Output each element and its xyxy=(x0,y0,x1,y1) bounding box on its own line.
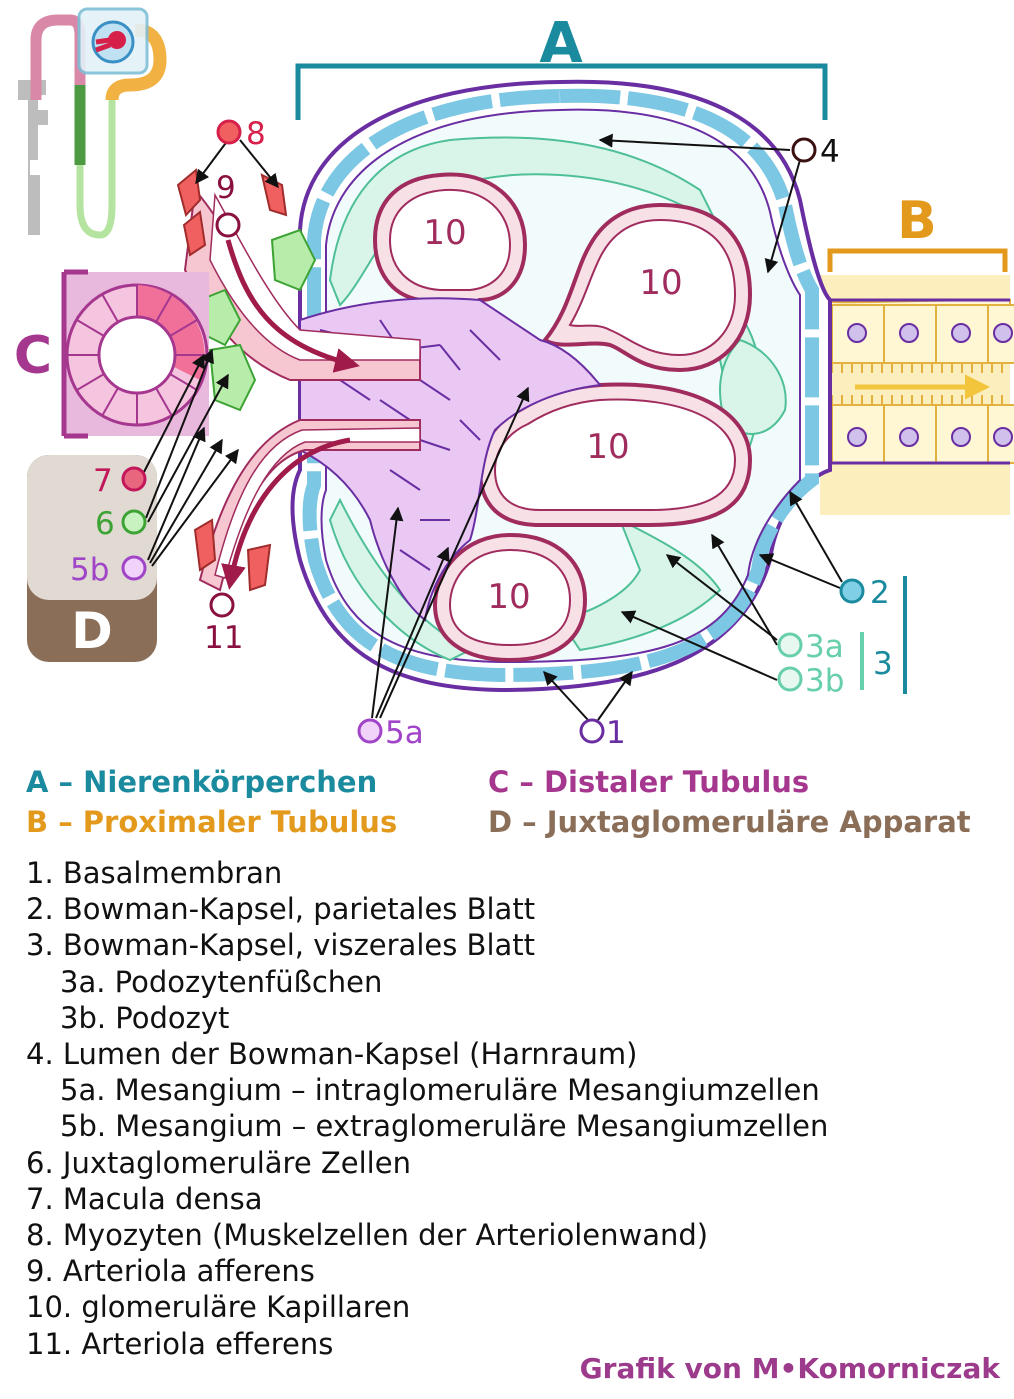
marker-8-circle xyxy=(216,119,242,145)
marker-3a-circle xyxy=(777,632,803,658)
capillary-loops xyxy=(372,172,753,663)
marker-2-circle xyxy=(839,578,865,604)
marker-7-label: 7 xyxy=(93,463,113,499)
marker-5b-label: 5b xyxy=(70,552,109,588)
marker-7-circle xyxy=(121,466,147,492)
capillary-label: 10 xyxy=(423,213,466,253)
marker-11-label: 11 xyxy=(204,620,243,656)
markers xyxy=(121,119,865,744)
author-credit: Grafik von M•Komorniczak xyxy=(579,1352,1000,1385)
list-item: 6. Juxtaglomeruläre Zellen xyxy=(26,1145,411,1180)
juxtaglomerular-apparatus-box: D xyxy=(27,455,157,662)
marker-4-circle xyxy=(791,137,817,163)
marker-1-label: 1 xyxy=(606,715,626,751)
marker-6-label: 6 xyxy=(95,506,115,542)
section-letter-c: C xyxy=(14,326,52,386)
marker-9-circle xyxy=(215,212,241,238)
list-item: 2. Bowman-Kapsel, parietales Blatt xyxy=(26,892,536,927)
efferent-arteriole xyxy=(198,419,421,592)
structure-list: 1. Basalmembran 2. Bowman-Kapsel, pariet… xyxy=(26,855,1006,1362)
marker-3b-label: 3b xyxy=(805,663,844,699)
proximal-tubule xyxy=(796,275,1014,515)
marker-5a-label: 5a xyxy=(385,715,424,751)
list-item: 1. Basalmembran xyxy=(26,856,283,890)
marker-2-label: 2 xyxy=(870,575,890,611)
list-item: 7. Macula densa xyxy=(26,1181,263,1216)
juxtaglomerular-cells xyxy=(198,228,317,412)
list-item: 8. Myozyten (Muskelzellen der Arteriolen… xyxy=(26,1218,709,1253)
list-item: 5a. Mesangium – intraglomeruläre Mesangi… xyxy=(60,1073,820,1108)
capillary-label: 10 xyxy=(487,577,530,617)
marker-11-circle xyxy=(209,592,235,618)
marker-1-circle xyxy=(579,718,605,744)
marker-6-circle xyxy=(121,509,147,535)
marker-8-label: 8 xyxy=(246,116,266,152)
section-letter-a: A xyxy=(539,11,583,76)
glomerulus-diagram: A B xyxy=(14,7,1014,751)
marker-9-label: 9 xyxy=(216,170,236,206)
legend-c: C – Distaler Tubulus xyxy=(488,765,810,799)
legend-b: B – Proximaler Tubulus xyxy=(26,805,398,839)
bracket-a: A xyxy=(295,11,828,120)
distal-tubule: C xyxy=(14,269,209,439)
capillary-label: 10 xyxy=(586,427,629,467)
marker-3-bracket xyxy=(860,576,907,694)
nephron-overview-icon xyxy=(18,7,167,239)
list-item: 5b. Mesangium – extraglomeruläre Mesangi… xyxy=(60,1109,829,1144)
marker-4-label: 4 xyxy=(820,134,840,170)
list-item: 3b. Podozyt xyxy=(60,1000,230,1035)
legend-a: A – Nierenkörperchen xyxy=(26,765,378,799)
list-item: 4. Lumen der Bowman-Kapsel (Harnraum) xyxy=(26,1037,638,1072)
marker-5a-circle xyxy=(357,718,383,744)
bracket-b: B xyxy=(827,191,1008,272)
capillary-numbers: 10 10 10 10 xyxy=(423,213,682,617)
section-letter-d: D xyxy=(71,602,113,660)
marker-labels: 4 8 9 11 7 6 5b 2 3a 3b 3 5a 1 xyxy=(70,116,893,751)
list-item: 3a. Podozytenfüßchen xyxy=(60,964,383,999)
marker-5b-circle xyxy=(121,555,147,581)
legend-d: D – Juxtaglomeruläre Apparat xyxy=(488,805,971,839)
list-item: 3. Bowman-Kapsel, viszerales Blatt xyxy=(26,928,536,963)
marker-3a-label: 3a xyxy=(805,629,844,665)
section-letter-b: B xyxy=(897,191,937,251)
list-item: 10. glomeruläre Kapillaren xyxy=(26,1290,411,1325)
section-legend: A – Nierenkörperchen C – Distaler Tubulu… xyxy=(26,765,1006,845)
marker-3b-circle xyxy=(777,666,803,692)
pointer-lines xyxy=(143,133,843,721)
marker-3-label: 3 xyxy=(873,646,893,682)
list-item: 11. Arteriola efferens xyxy=(26,1326,334,1361)
list-item: 9. Arteriola afferens xyxy=(26,1254,315,1289)
capillary-label: 10 xyxy=(639,263,682,303)
